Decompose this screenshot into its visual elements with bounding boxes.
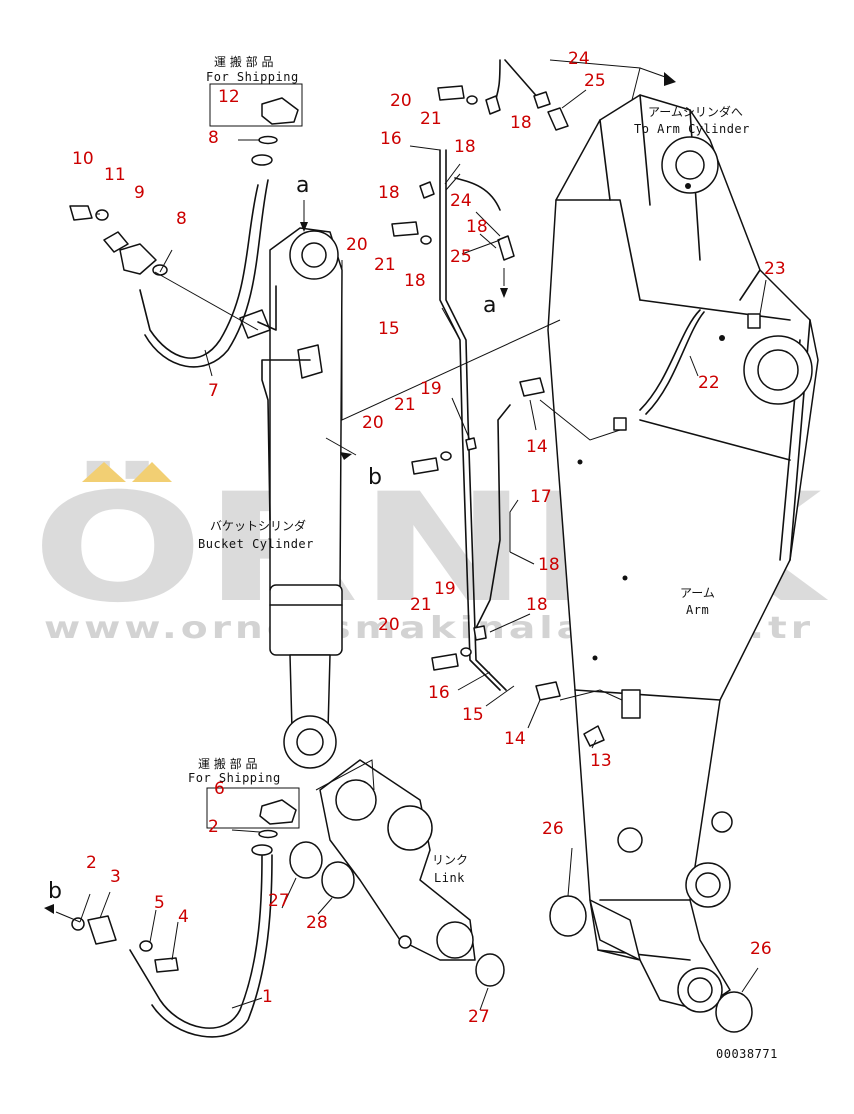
callout-2: 2 <box>86 853 97 873</box>
ref-a-top: a <box>296 173 309 198</box>
callout-22: 22 <box>698 373 720 393</box>
callout-18: 18 <box>454 137 476 157</box>
shipping-bottom-en: For Shipping <box>188 771 281 785</box>
arm-cylinder-jp: アームシリンダへ <box>648 104 743 119</box>
callout-20: 20 <box>390 91 412 111</box>
hoses <box>129 59 705 1038</box>
callout-2: 2 <box>208 817 219 837</box>
link-jp: リンク <box>432 853 468 867</box>
shipping-top-en: For Shipping <box>206 70 299 84</box>
callout-6: 6 <box>214 779 225 799</box>
callout-23: 23 <box>764 259 786 279</box>
callout-18: 18 <box>466 217 488 237</box>
shipping-top-jp: 運 搬 部 品 <box>214 54 273 69</box>
arrow-down-icon <box>300 222 308 232</box>
ref-b-left: b <box>48 879 62 904</box>
callout-25: 25 <box>450 247 472 267</box>
callout-26: 26 <box>750 939 772 959</box>
callout-28: 28 <box>306 913 328 933</box>
callout-20: 20 <box>346 235 368 255</box>
link-assembly <box>319 759 476 961</box>
callout-12: 12 <box>218 87 240 107</box>
callout-26: 26 <box>542 819 564 839</box>
callout-14: 14 <box>504 729 526 749</box>
callout-24: 24 <box>568 49 590 69</box>
callout-3: 3 <box>110 867 121 887</box>
callout-11: 11 <box>104 165 126 185</box>
callout-8: 8 <box>208 128 219 148</box>
callout-8: 8 <box>176 209 187 229</box>
callout-19: 19 <box>420 379 442 399</box>
callout-14: 14 <box>526 437 548 457</box>
bucket-cylinder-jp: バケットシリンダ <box>210 518 306 533</box>
callout-18: 18 <box>526 595 548 615</box>
callout-13: 13 <box>590 751 612 771</box>
ref-b-mid: b <box>368 465 382 490</box>
callout-18: 18 <box>404 271 426 291</box>
bucket-cylinder <box>239 227 343 769</box>
callout-18: 18 <box>538 555 560 575</box>
arrow-right-icon <box>340 452 352 460</box>
callout-18: 18 <box>510 113 532 133</box>
leader-lines <box>55 59 767 1011</box>
arrow-right-icon <box>664 72 676 86</box>
callout-24: 24 <box>450 191 472 211</box>
watermark-accent-left <box>82 462 126 482</box>
callout-21: 21 <box>374 255 396 275</box>
small-parts <box>69 85 753 1033</box>
callout-7: 7 <box>208 381 219 401</box>
captions: 運 搬 部 品 For Shipping 運 搬 部 品 For Shippin… <box>48 54 778 1061</box>
callout-1: 1 <box>262 987 273 1007</box>
callout-27: 27 <box>268 891 290 911</box>
callout-19: 19 <box>434 579 456 599</box>
shipping-bottom-jp: 運 搬 部 品 <box>198 756 257 771</box>
callout-20: 20 <box>362 413 384 433</box>
callout-9: 9 <box>134 183 145 203</box>
callout-10: 10 <box>72 149 94 169</box>
arrow-left-icon <box>44 904 54 914</box>
arm-cylinder-en: To Arm Cylinder <box>634 122 750 136</box>
arm-en: Arm <box>686 603 709 617</box>
callouts: 1 2 2 3 4 5 6 7 8 8 9 10 11 12 13 14 14 … <box>72 49 786 1027</box>
callout-20: 20 <box>378 615 400 635</box>
callout-17: 17 <box>530 487 552 507</box>
drawing-number: 00038771 <box>716 1047 778 1061</box>
callout-5: 5 <box>154 893 165 913</box>
arrow-down-icon <box>500 288 508 298</box>
bucket-cylinder-en: Bucket Cylinder <box>198 537 314 551</box>
arm-body <box>547 94 819 1013</box>
callout-21: 21 <box>394 395 416 415</box>
arrows <box>44 72 676 914</box>
callout-18: 18 <box>378 183 400 203</box>
callout-16: 16 <box>428 683 450 703</box>
callout-16: 16 <box>380 129 402 149</box>
callout-15: 15 <box>378 319 400 339</box>
callout-21: 21 <box>420 109 442 129</box>
link-en: Link <box>434 871 465 885</box>
callout-25: 25 <box>584 71 606 91</box>
ref-a-mid: a <box>483 293 496 318</box>
callout-21: 21 <box>410 595 432 615</box>
arm-jp: アーム <box>680 586 715 600</box>
callout-4: 4 <box>178 907 189 927</box>
callout-27: 27 <box>468 1007 490 1027</box>
watermark-accent-right <box>132 462 172 482</box>
callout-15: 15 <box>462 705 484 725</box>
